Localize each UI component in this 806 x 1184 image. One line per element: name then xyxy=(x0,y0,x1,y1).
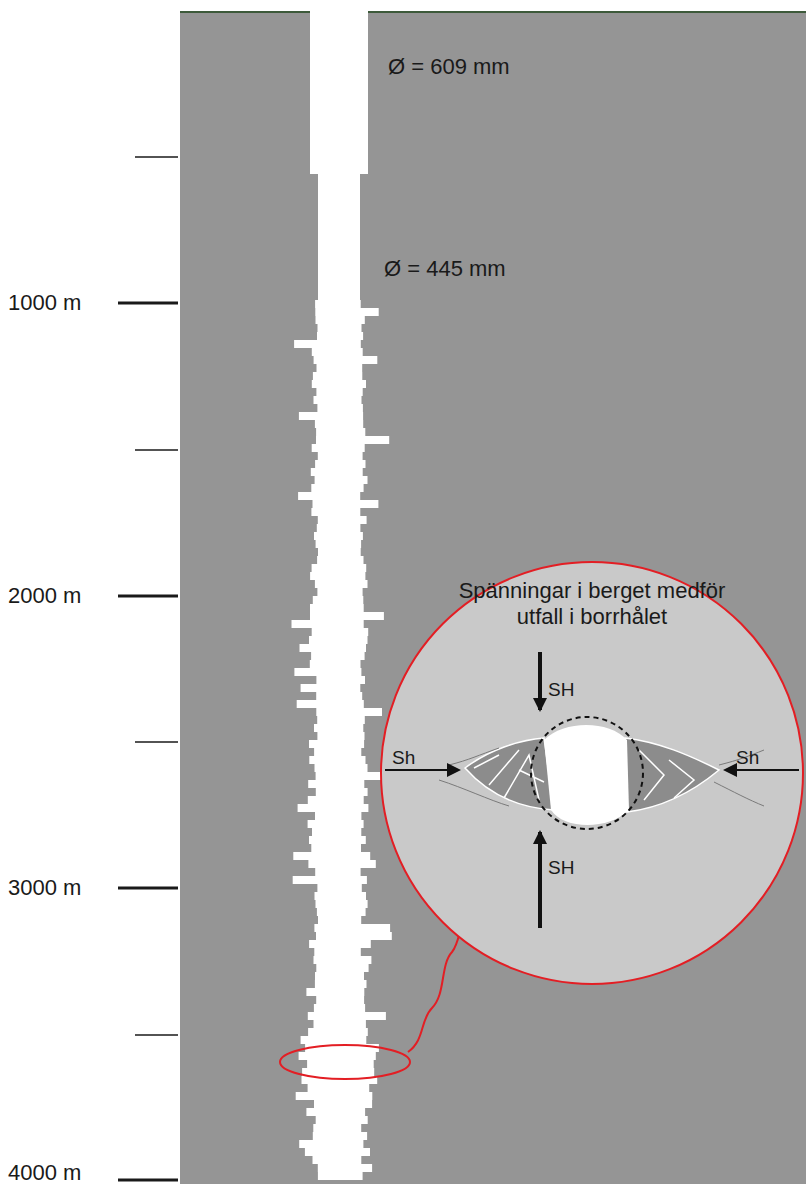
rock-ground xyxy=(180,12,806,1184)
zone-ellipse xyxy=(280,1045,410,1079)
callout-heading: Spänningar i berget medför utfall i borr… xyxy=(447,578,737,630)
callout-circle: Spänningar i berget medför utfall i borr… xyxy=(379,560,805,986)
borehole xyxy=(292,172,392,1180)
stress-label: SH xyxy=(548,858,574,877)
depth-label: 3000 m xyxy=(8,877,81,899)
stress-label: Sh xyxy=(392,748,415,767)
stress-label: Sh xyxy=(736,748,759,767)
stress-label: SH xyxy=(548,680,574,699)
depth-ticks xyxy=(118,157,178,1180)
diameter-label: Ø = 445 mm xyxy=(384,258,506,280)
depth-label: 1000 m xyxy=(8,292,81,314)
wide-casing xyxy=(310,0,368,174)
surface-line xyxy=(180,11,806,13)
depth-label: 4000 m xyxy=(8,1162,81,1184)
diameter-label: Ø = 609 mm xyxy=(388,56,510,78)
depth-label: 2000 m xyxy=(8,585,81,607)
